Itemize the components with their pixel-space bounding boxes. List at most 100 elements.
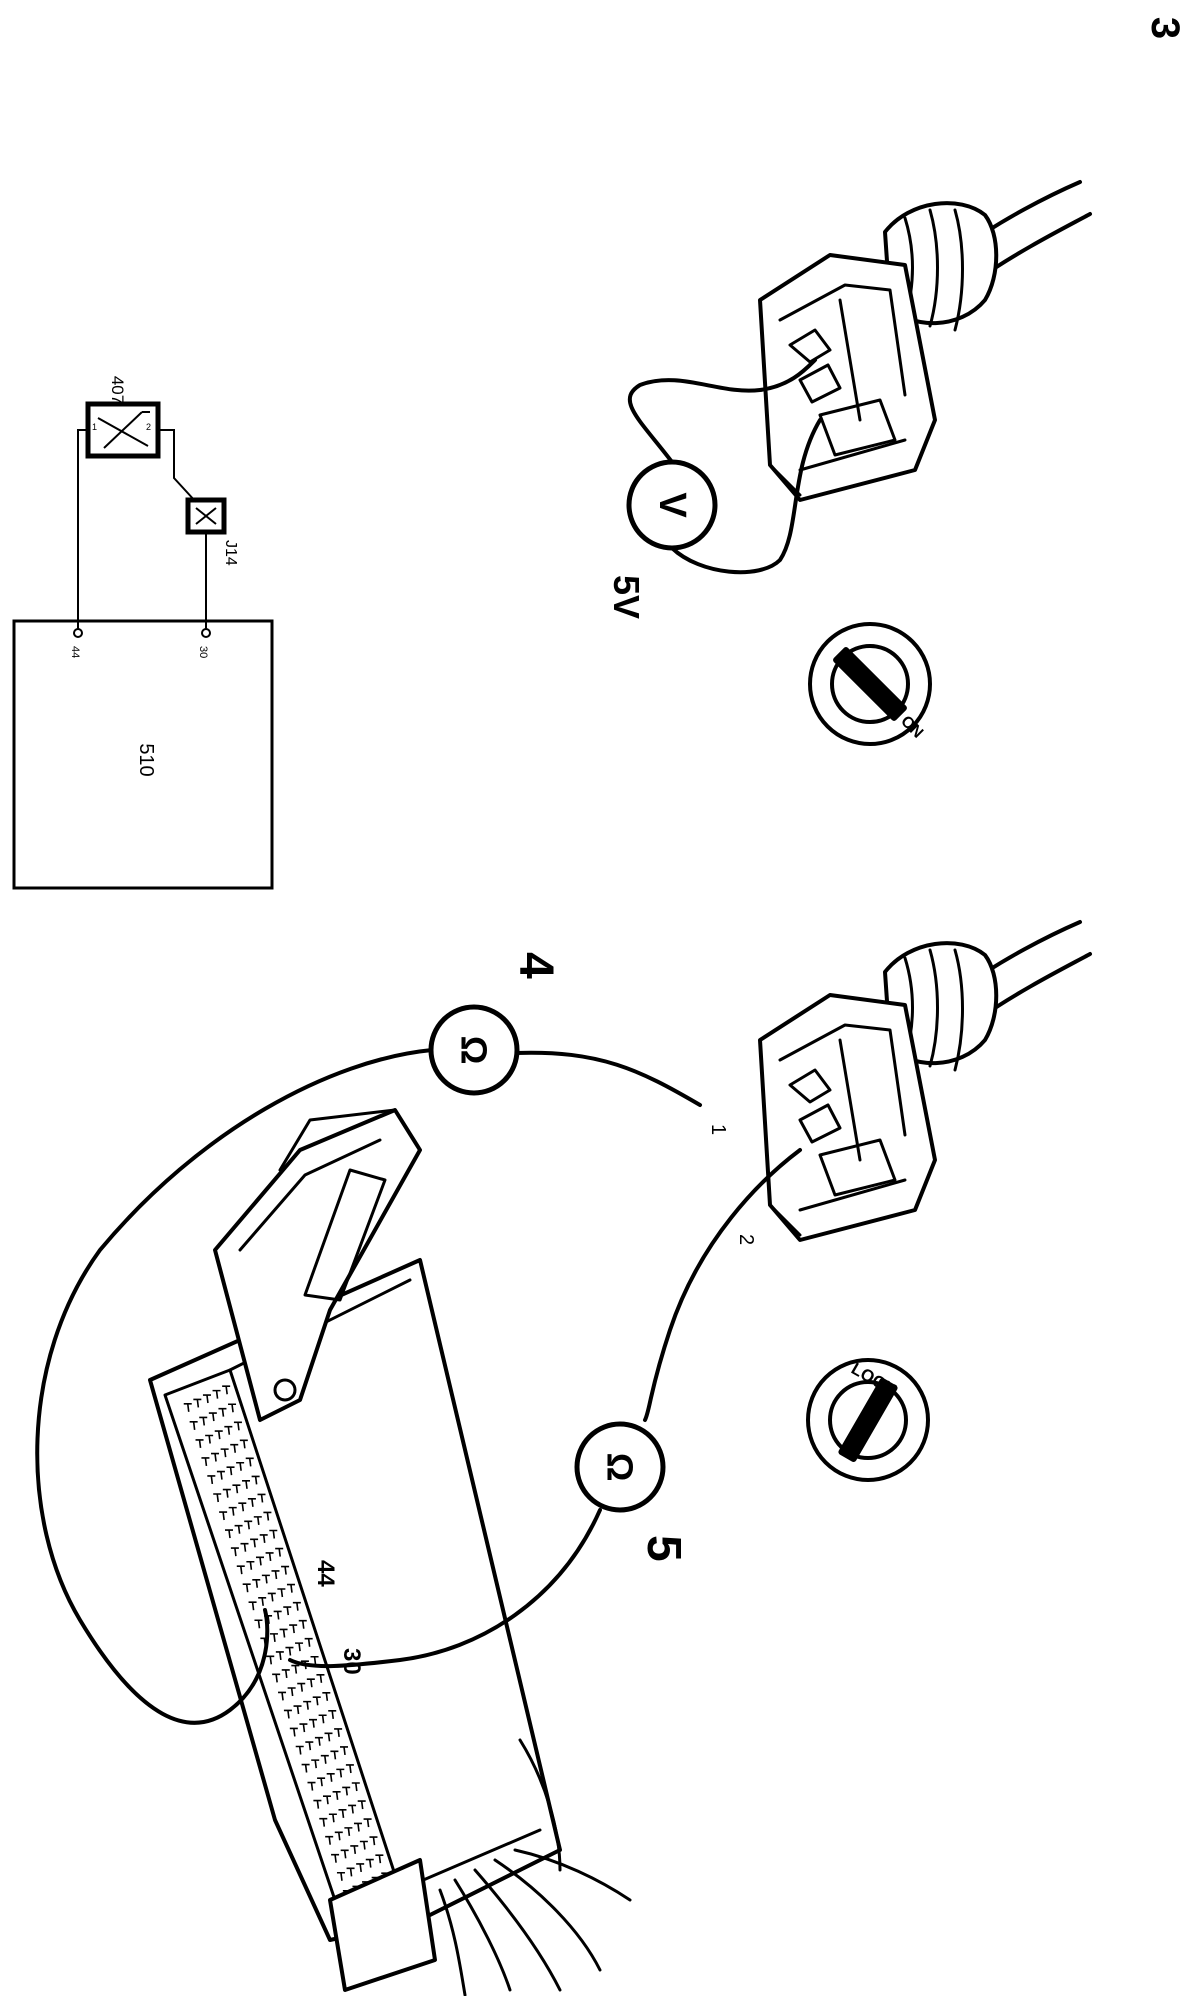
expected-voltage-label: 5V [606,575,647,619]
ohmmeter-test-4-label: Ω [454,1036,495,1065]
ecu-pin-contact [247,1498,256,1507]
ecu-pin-contact [342,1786,351,1796]
ecu-lever-hole [273,1378,297,1402]
ecu-pin-contact [281,1565,290,1575]
ecu-pin-contact [328,1710,337,1719]
ecu-pin-contact [212,1389,221,1399]
ecu-pin-contact [265,1552,274,1562]
ecu-pin-contact [363,1818,372,1828]
ecu-pin-contact [228,1506,237,1516]
ecu-pin-contact [340,1746,349,1756]
schematic-wire-44 [77,429,88,629]
ecu-pin-contact [359,1840,368,1850]
ecu-pin-contact [313,1799,322,1809]
ecu-pin-contact [319,1817,328,1827]
ohmmeter-test-5-label: Ω [600,1453,641,1482]
ecu-pin-contact [230,1547,239,1557]
ecu-pin-contact [336,1871,345,1881]
ecu-pin-contact [292,1601,301,1611]
ecu-pin-30-terminal [201,628,211,638]
schematic-wire-sensor-j14 [158,429,197,503]
ecu-pin-contact [207,1475,216,1485]
test-5-wire-ecu [288,1508,602,1669]
ecu-pin-contact [331,1853,340,1863]
ecu-pin-contact [183,1403,192,1412]
ecu-pin-contact [297,1682,306,1692]
ecu-pin-contact [369,1836,378,1846]
connector-pin-1-label: 1 [707,1124,729,1135]
ecu-pin-contact [350,1845,359,1855]
ecu-pin-contact [199,1416,208,1426]
ecu-pin-contact [332,1791,341,1800]
ecu-pin-contact [214,1430,223,1440]
ecu-pin-contact [228,1403,237,1413]
ecu-pin-contact [242,1583,251,1593]
ecu-pin-contact [220,1448,229,1458]
ecu-pin-30-callout: 30 [338,1648,365,1675]
ecu-pin-contact [238,1502,247,1512]
connector-j14-symbol [185,497,227,535]
ecu-pin-contact [213,1493,222,1503]
ecu-pin-contact [267,1592,276,1602]
ecu-pin-contact [279,1628,288,1638]
ecu-pin-contact [291,1664,300,1674]
ecu-pin-contact [310,1655,319,1665]
ecu-pin-contact [281,1669,290,1679]
ecu-pin-contact [246,1560,255,1570]
ecu-pin-contact [299,1723,308,1733]
wiring-schematic: 510 44 30 1 2 407 J14 [12,376,274,890]
ecu-pin-contact [330,1750,339,1760]
voltmeter-symbol [626,459,718,551]
ecu-pin-contact [278,1691,287,1701]
ecu-pin-contact [356,1863,365,1873]
sensor-pin-2-label: 2 [146,422,151,432]
ecu-pin-contact [222,1488,231,1498]
ecu-connector-housing [148,1258,562,1942]
resistance-tests: 1 2 44 30 Ω 4 [35,920,1092,1997]
test-4-number: 4 [509,952,562,979]
ecu-pin-contact [317,1777,326,1787]
ecu-pin-contact [365,1858,374,1868]
ecu-pin-contact [318,1714,327,1724]
ecu-pin-contact [328,1813,337,1823]
ecu-pin-contact [326,1772,335,1782]
test-4-wire-ecu [35,1048,434,1725]
ecu-pin-contact [285,1646,294,1656]
ecu-pin-contact [258,1597,267,1606]
connector-icon [195,507,217,525]
test-5-number: 5 [637,1535,690,1562]
ecu-pin-contact [312,1696,321,1706]
ecu-pin-contact [218,1407,227,1417]
ecu-pin-grid [183,1385,390,1899]
ecu-pin-contact [205,1434,214,1444]
ecu-pin-44-terminal [73,628,83,638]
ecu-pin-contact [301,1763,310,1773]
ecu-pin-contact [224,1529,233,1539]
ecu-pin-44-callout: 44 [312,1560,339,1587]
ecu-pin-contact [269,1529,278,1539]
ecu-pin-contact [245,1457,254,1467]
ecu-pin-contact [273,1610,282,1620]
ignition-key-on-icon [833,647,907,721]
ecu-pin-contact [303,1700,312,1710]
ecu-pin-contact [254,1619,263,1629]
thermistor-icon [97,411,150,449]
ecu-pin-contact [224,1425,233,1435]
ecu-pin-contact [242,1480,251,1489]
ecu-pin-contact [232,1484,241,1494]
ecu-pin-contact [306,1678,315,1688]
ecu-pin-contact [289,1624,298,1634]
ecu-pin-contact [322,1692,331,1701]
ecu-pin-contact [233,1421,242,1431]
ecu-harness [438,1848,632,1997]
ecu-pin-contact [353,1822,362,1832]
ecu-pin-contact [263,1511,272,1521]
ecu-pin-contact [316,1673,325,1683]
ecu-pin-contact [375,1854,384,1864]
ecu-pin-contact [334,1831,343,1841]
ecu-pin-contact [253,1516,262,1525]
ecu-pin-contact [272,1673,281,1683]
ecu-pin-contact [226,1466,235,1476]
ecu-pin-contact [201,1457,210,1467]
ignition-key-lock-icon [838,1377,898,1463]
